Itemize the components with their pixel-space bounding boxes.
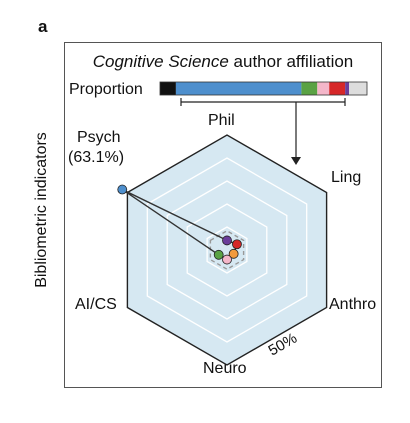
- data-point-phil: [222, 235, 232, 246]
- panel-letter: a: [38, 17, 48, 36]
- axis-label-neuro: Neuro: [203, 360, 247, 377]
- proportion-segment-other: [349, 82, 367, 95]
- radar-grid-ring: [166, 180, 288, 320]
- axis-label-aics: AI/CS: [75, 296, 117, 313]
- proportion-segment-psych: [175, 82, 302, 95]
- chart-frame: [64, 42, 382, 388]
- arrow-head: [291, 157, 301, 165]
- data-point-anthro: [228, 248, 239, 259]
- radar-dashed-ring: [209, 229, 245, 271]
- data-point-aics: [213, 249, 224, 260]
- proportion-segment-black: [160, 82, 176, 95]
- radar-grid-ring: [186, 203, 268, 297]
- proportion-segment-phil: [345, 82, 350, 95]
- proportion-segment-aics: [301, 82, 318, 95]
- radar-outer-hexagon: [126, 134, 328, 366]
- data-point-neuro: [222, 254, 232, 265]
- proportion-bar-outline: [159, 81, 368, 96]
- axis-label-psych: Psych: [77, 129, 121, 146]
- proportion-segment-ling: [329, 82, 346, 95]
- chart-title: Cognitive Science author affiliation: [93, 52, 354, 71]
- data-point-ling: [232, 239, 242, 250]
- radar-grid-ring: [206, 226, 248, 274]
- radar-background: [127, 135, 327, 365]
- axis-label-ling: Ling: [331, 169, 361, 186]
- proportion-label: Proportion: [69, 81, 143, 98]
- psych-value-label: (63.1%): [68, 149, 124, 166]
- axis-label-phil: Phil: [208, 112, 235, 129]
- axis-label-anthro: Anthro: [329, 296, 376, 313]
- radar-grid-ring: [146, 157, 308, 343]
- proportion-segment-neuro: [317, 82, 330, 95]
- data-point-psych: [117, 184, 128, 195]
